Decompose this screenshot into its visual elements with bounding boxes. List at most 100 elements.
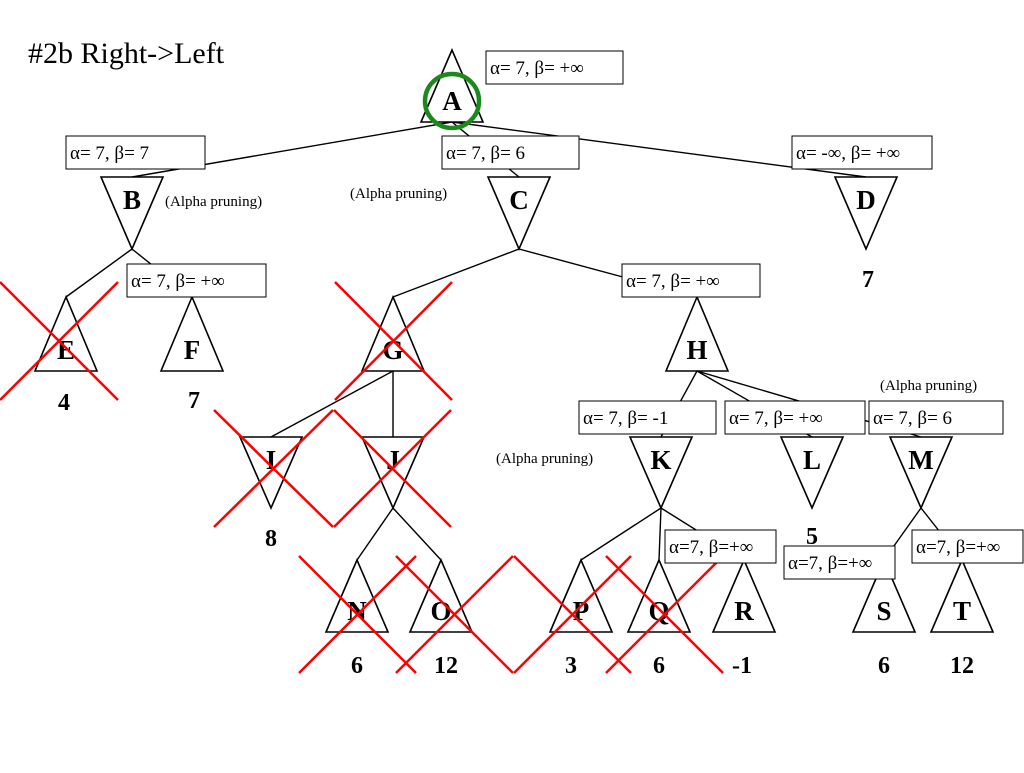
- alpha-beta-box-r: α=7, β=+∞: [664, 529, 777, 564]
- node-g: G: [360, 294, 426, 372]
- node-value-r: -1: [732, 653, 752, 679]
- node-k: K: [628, 436, 694, 510]
- alpha-beta-text: α= 7, β= 6: [873, 408, 952, 429]
- node-value-d: 7: [862, 267, 874, 293]
- node-label-j: J: [386, 445, 400, 475]
- node-label-l: L: [803, 445, 821, 475]
- alpha-pruning-note: (Alpha pruning): [496, 451, 593, 467]
- node-label-k: K: [650, 445, 671, 475]
- node-value-t: 12: [950, 653, 974, 679]
- node-label-g: G: [382, 335, 403, 365]
- prune-cross-e: [0, 281, 119, 401]
- node-value-l: 5: [806, 524, 818, 550]
- node-label-i: I: [266, 445, 277, 475]
- current-node-highlight-ring: [422, 71, 482, 131]
- min-node-triangle: [628, 436, 694, 510]
- node-value-p: 3: [565, 653, 577, 679]
- alpha-beta-box-m: α= 7, β= 6: [868, 400, 1004, 435]
- node-s: S6: [851, 557, 917, 679]
- alpha-beta-box-a: α= 7, β= +∞: [485, 50, 624, 85]
- slide-title: #2b Right->Left: [28, 37, 225, 70]
- node-d: D7: [833, 176, 899, 293]
- prune-cross-o: [395, 555, 514, 674]
- max-node-triangle: [929, 557, 995, 633]
- node-value-n: 6: [351, 653, 363, 679]
- prune-cross-n: [298, 555, 417, 674]
- alpha-beta-text: α=7, β=+∞: [916, 537, 1000, 558]
- node-label-b: B: [123, 185, 141, 215]
- prune-cross-i: [213, 409, 334, 528]
- min-node-triangle: [486, 176, 552, 252]
- alpha-beta-text: α= 7, β= +∞: [131, 271, 225, 292]
- node-r: R -1: [711, 557, 777, 679]
- node-value-e: 4: [58, 390, 70, 416]
- node-label-d: D: [856, 185, 876, 215]
- max-node-triangle: [419, 47, 485, 123]
- alpha-beta-text: α= 7, β= 6: [446, 143, 525, 164]
- alpha-beta-box-l: α= 7, β= +∞: [724, 400, 866, 435]
- tree-edge-k-p: [580, 507, 662, 561]
- prune-marks-layer: [0, 71, 724, 674]
- max-node-triangle: [324, 557, 390, 633]
- max-node-triangle: [360, 294, 426, 372]
- tree-edge-j-o: [392, 507, 442, 561]
- min-node-triangle: [888, 436, 954, 510]
- alpha-beta-text: α=7, β=+∞: [669, 537, 753, 558]
- node-label-c: C: [509, 185, 529, 215]
- node-b: B: [99, 176, 165, 252]
- alpha-pruning-note: (Alpha pruning): [880, 378, 977, 394]
- tree-edge-c-g: [392, 248, 520, 298]
- node-a: A: [419, 47, 485, 123]
- node-n: N6: [324, 557, 390, 679]
- alpha-beta-text: α= 7, β= 7: [70, 143, 149, 164]
- prune-cross-j: [333, 409, 452, 528]
- alpha-pruning-note: (Alpha pruning): [165, 194, 262, 210]
- tree-edge-b-e: [65, 248, 133, 298]
- max-node-triangle: [851, 557, 917, 633]
- alpha-beta-text: α= 7, β= -1: [583, 408, 668, 429]
- node-value-s: 6: [878, 653, 890, 679]
- node-value-o: 12: [434, 653, 458, 679]
- alpha-beta-text: α= 7, β= +∞: [729, 408, 823, 429]
- min-node-triangle: [779, 436, 845, 510]
- node-label-h: H: [686, 335, 707, 365]
- tree-edge-k-q: [658, 507, 662, 561]
- max-node-triangle: [548, 557, 614, 633]
- node-l: L5: [779, 436, 845, 550]
- max-node-triangle: [626, 557, 692, 633]
- min-node-triangle: [99, 176, 165, 252]
- alpha-beta-box-h: α= 7, β= +∞: [621, 263, 761, 298]
- max-node-triangle: [159, 294, 225, 372]
- alpha-beta-box-b: α= 7, β= 7: [65, 135, 206, 170]
- alpha-beta-box-c: α= 7, β= 6: [441, 135, 580, 170]
- node-value-f: 7: [188, 388, 200, 414]
- node-p: P3: [548, 557, 614, 679]
- node-c: C: [486, 176, 552, 252]
- node-value-q: 6: [653, 653, 665, 679]
- node-label-a: A: [442, 86, 462, 116]
- alpha-beta-box-d: α= -∞, β= +∞: [791, 135, 933, 170]
- node-label-t: T: [953, 596, 971, 626]
- alpha-beta-box-t: α=7, β=+∞: [911, 529, 1024, 564]
- node-label-s: S: [876, 596, 891, 626]
- prune-cross-p: [513, 555, 632, 674]
- node-h: H: [664, 294, 730, 372]
- node-t: T 12: [929, 557, 995, 679]
- alpha-beta-text: α= 7, β= +∞: [626, 271, 720, 292]
- annotation-layer: α= 7, β= +∞ α= 7, β= 7 α= 7, β= 6 α= -∞, β=…: [65, 50, 1024, 580]
- node-f: F7: [159, 294, 225, 414]
- node-label-m: M: [908, 445, 933, 475]
- max-node-triangle: [711, 557, 777, 633]
- node-value-i: 8: [265, 526, 277, 552]
- tree-edge-g-i: [270, 370, 394, 438]
- min-node-triangle: [833, 176, 899, 252]
- alpha-beta-text: α= -∞, β= +∞: [796, 143, 900, 164]
- node-label-r: R: [734, 596, 754, 626]
- alpha-pruning-note: (Alpha pruning): [350, 186, 447, 202]
- alpha-beta-box-k: α= 7, β= -1: [578, 400, 717, 435]
- max-node-triangle: [664, 294, 730, 372]
- alpha-beta-box-f: α= 7, β= +∞: [126, 263, 267, 298]
- alpha-beta-text: α= 7, β= +∞: [490, 58, 584, 79]
